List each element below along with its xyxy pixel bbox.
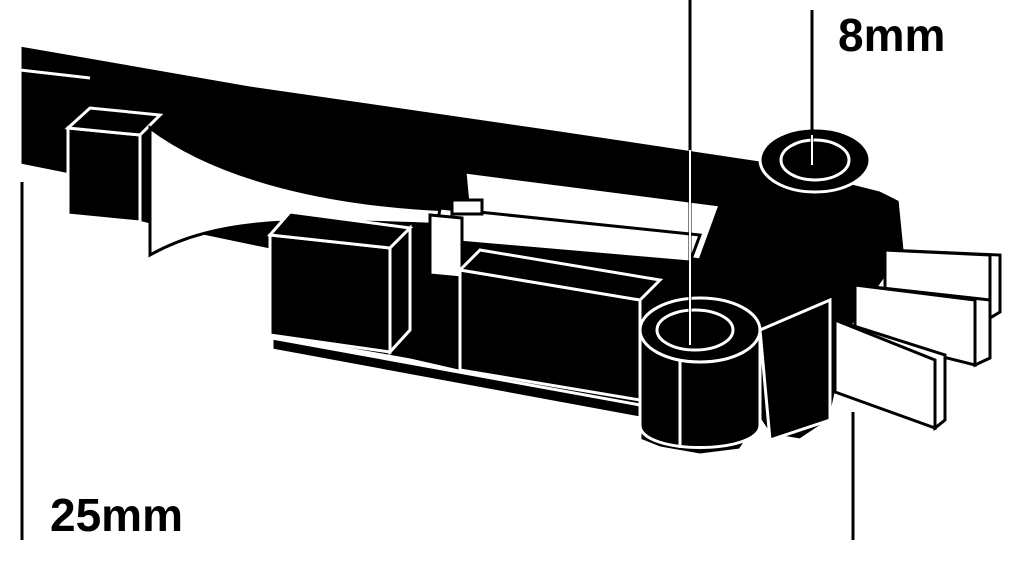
plunger-button	[450, 198, 484, 216]
front-mount-hole	[655, 308, 735, 352]
housing-edge	[19, 68, 91, 80]
right-end-face	[758, 297, 832, 443]
left-end-block	[66, 126, 142, 224]
terminal-bottom-front	[833, 317, 937, 431]
front-cube-side	[388, 224, 412, 356]
center-block-top	[456, 248, 664, 302]
terminal-middle-front	[853, 283, 977, 367]
front-cube-face	[268, 233, 392, 354]
left-end-block-top	[64, 106, 164, 137]
rear-mount-hole	[779, 138, 851, 182]
dimension-label-8mm: 8mm	[838, 9, 946, 61]
dimension-label-25mm: 25mm	[50, 489, 183, 541]
front-mount-cylinder	[638, 328, 762, 449]
plunger-post	[428, 213, 464, 280]
